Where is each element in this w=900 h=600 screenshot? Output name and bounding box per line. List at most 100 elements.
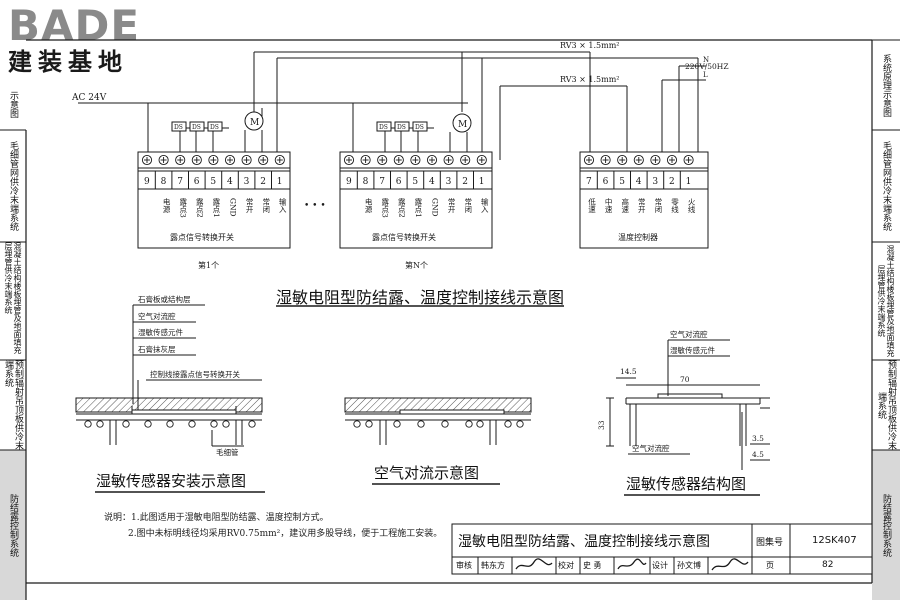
pipe-hole-icon [96,420,104,428]
pipe-hole-icon [476,420,484,428]
pipe-hole-icon [144,420,152,428]
pipe-hole-icon [166,420,174,428]
structure-label-1: 湿敏传感元件 [670,345,715,355]
terminal-screw-icon [343,154,355,166]
checker-name: 史 勇 [583,561,602,570]
terminal-number: 8 [363,177,369,187]
pipe-hole-icon [365,420,373,428]
terminal-label: 露点1 [212,198,221,218]
convection-diagram [344,397,532,445]
right-tab-ceiling[interactable]: 预制辐射吊顶板供冷末端系统 [876,360,896,450]
terminal-screw-icon [426,154,438,166]
terminal-screw-icon [666,154,678,166]
structure-dim-1: 70 [680,375,690,384]
ds-label: DS [379,124,388,131]
ds-label: DS [210,124,219,131]
left-tab-anticondensation[interactable]: 防结露控制系统 [0,450,26,600]
pipe-hole-icon [441,420,449,428]
terminal-number: 4 [429,177,435,187]
terminal-number: 2 [462,177,468,187]
ds-label: DS [174,124,183,131]
ds-label: DS [415,124,424,131]
terminal-screw-icon [683,154,694,166]
terminal-number: 1 [686,177,692,187]
page-number: 82 [822,560,834,570]
right-tab-concrete[interactable]: 混凝土结构楼板埋管及地面填充层埋管供冷末端系统 [877,245,895,357]
terminal-screw-icon [241,154,252,166]
terminal-label: 低速 [587,197,596,215]
terminal-number: 1 [479,177,485,187]
terminal-number: 1 [277,177,283,187]
pipe-hole-icon [417,420,425,428]
terminal-label: 常开 [245,198,254,215]
install-label-2: 湿敏传感元件 [138,327,183,337]
terminal-label: 电源 [162,197,171,215]
terminal-label: 露点2 [195,198,204,218]
pipe-hole-icon [222,420,230,428]
terminal-label: 输入 [278,197,287,214]
ds-relays-1: DS DS DS [171,121,223,160]
designer-name: 孙文博 [677,561,701,570]
right-tab-principle[interactable]: 系统原理示意图 [881,53,891,117]
terminal-number: 4 [227,177,233,187]
reviewer-signature-icon [515,558,553,570]
left-tab-ceiling[interactable]: 预制辐射吊顶板供冷末端系统 [3,360,23,450]
terminal-screw-icon [360,154,371,166]
controller-name: 温度控制器 [618,232,658,242]
terminal-number: 3 [244,177,250,187]
terminal-screw-icon [633,154,644,166]
ds-label: DS [397,124,406,131]
cable-spec-1: RV3 × 1.5mm² [560,41,620,50]
logo-subtitle: 建装基地 [8,48,128,76]
terminal-number: 3 [652,177,658,187]
terminal-screw-icon [274,154,285,166]
terminal-label: 露点3 [380,198,389,218]
terminal-number: 5 [412,177,418,187]
structure-dim-2: 33 [597,420,606,430]
install-label-1: 空气对流腔 [138,311,176,321]
terminal-screw-icon [460,154,471,166]
wiring-title: 湿敏电阻型防结露、温度控制接线示意图 [276,288,565,307]
structure-label-0: 空气对流腔 [670,329,708,339]
converter-1-name: 露点信号转换开关 [170,232,234,242]
motor-label: M [458,120,467,130]
structure-dim-4: 4.5 [752,450,764,459]
terminal-screw-icon [443,154,454,166]
pipe-hole-icon [248,420,256,428]
power-n-label: N [703,56,709,64]
pipe-hole-icon [210,420,218,428]
review-label: 审核 [456,561,472,570]
install-label-0: 石膏板或结构层 [138,294,191,304]
right-tab-anticondensation[interactable]: 防结露控制系统 [872,450,900,600]
terminal-number: 3 [446,177,452,187]
terminal-label: 常闭 [464,198,473,215]
left-tab-principle[interactable]: 示意图 [8,90,18,118]
terminal-screw-icon [617,154,628,166]
terminal-number: 6 [603,177,609,187]
terminal-label: 常开 [447,198,456,215]
terminal-screw-icon [158,154,169,166]
note-line-1: 说明：1.此图适用于湿敏电阻型防结露、温度控制方式。 [104,513,329,523]
terminal-label: 火线 [687,198,696,213]
terminal-number: 2 [260,177,266,187]
left-tab-capillary[interactable]: 毛细管网供冷末端系统 [8,141,18,231]
right-tab-capillary[interactable]: 毛细管网供冷末端系统 [881,141,891,231]
title-block-title: 湿敏电阻型防结露、温度控制接线示意图 [458,534,710,550]
terminal-screw-icon [377,154,388,166]
terminal-number: 5 [619,177,625,187]
drawing-frame [0,39,900,600]
terminal-number: 6 [194,177,200,187]
terminal-screw-icon [208,154,219,166]
left-tab-concrete[interactable]: 混凝土结构楼板埋管及地面填充层埋管供冷末端系统 [4,242,22,354]
reviewer-name: 韩东方 [481,561,505,570]
motor-n: M [452,113,472,133]
design-label: 设计 [652,561,668,570]
terminal-number: 7 [379,177,385,187]
atlas-number: 12SK407 [812,535,857,546]
structure-diagram [606,339,770,470]
terminal-number: 4 [636,177,642,187]
terminal-screw-icon [224,154,236,166]
terminal-screw-icon [650,154,661,166]
structure-dim-0: 14.5 [620,367,637,376]
